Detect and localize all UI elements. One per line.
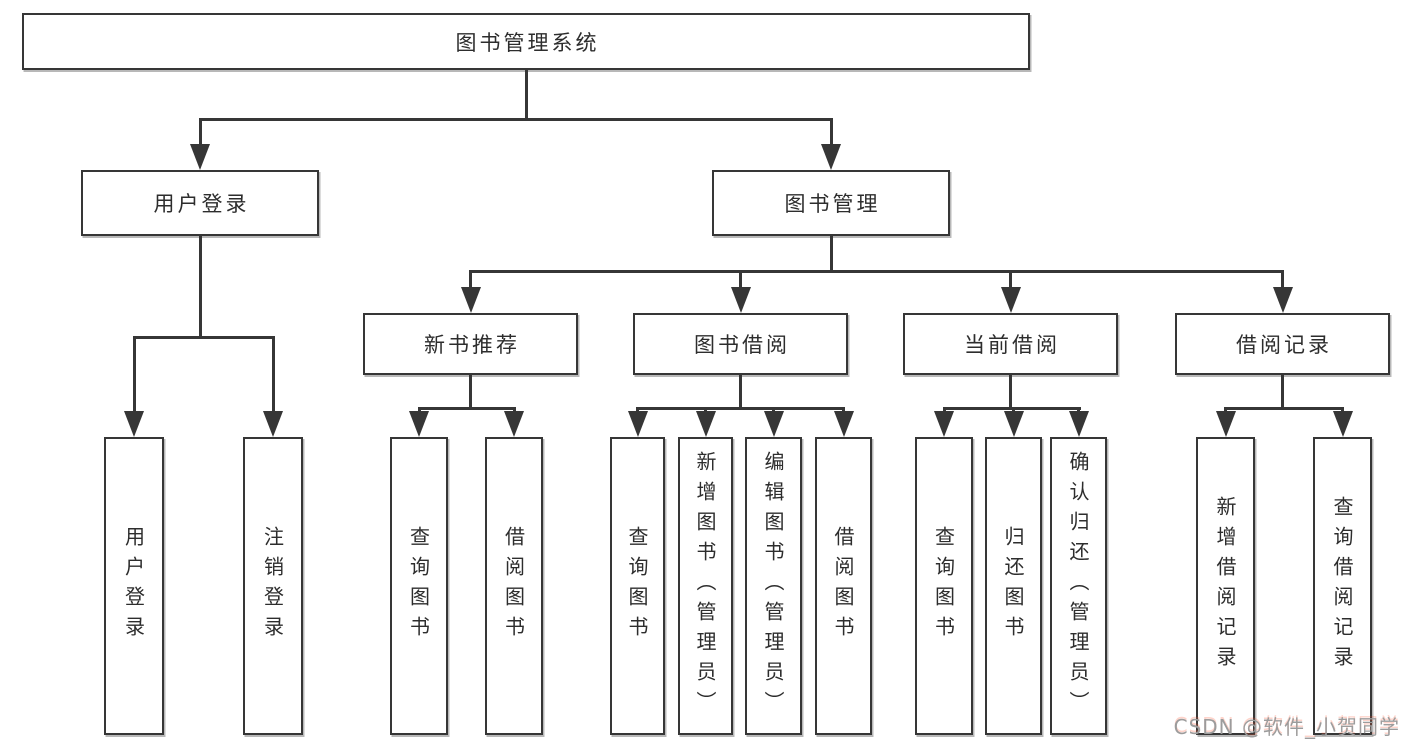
connector-arrow-current-borrow-line [1009,270,1012,303]
leaf-br-add-record: 新增借阅记录 [1196,437,1255,735]
arrowhead-user-login [190,144,210,170]
arrowhead-cb-confirm [1068,411,1089,437]
connector-arrow-user-login-line [198,118,202,160]
connector-arrow-book-borrow-line [739,270,742,303]
connector-new-book-rec-bar [417,407,516,410]
arrowhead-rec-borrow [504,411,524,437]
leaf-br-query-record: 查询借阅记录 [1313,437,1372,735]
arrowhead-rec-query [409,411,429,437]
arrowhead-borrow-record [1272,287,1293,313]
arrowhead-book-borrow [730,287,751,313]
leaf-user-login: 用户登录 [104,437,164,735]
connector-book-borrow-stub [739,375,742,407]
csdn-watermark: CSDN @软件_小贺同学 [1173,715,1400,739]
arrowhead-book-mgmt [821,144,841,170]
leaf-bb-borrow-books: 借阅图书 [815,437,872,735]
leaf-cb-confirm-return-admin: 确认归还（管理员） [1050,437,1107,735]
leaf-rec-query-books: 查询图书 [390,437,448,735]
arrowhead-new-book-rec [460,287,481,313]
node-user-login: 用户登录 [81,170,319,236]
arrowhead-bb-edit [763,411,784,437]
connector-arrow-leaf-logout-line [271,336,275,427]
node-book-borrowing: 图书借阅 [633,313,848,375]
connector-new-book-rec-stub [469,375,472,407]
connector-arrow-leaf-user-login-line [132,336,136,427]
leaf-cb-query-books: 查询图书 [915,437,973,735]
leaf-rec-borrow-books: 借阅图书 [485,437,543,735]
connector-level3-bar [469,270,1284,273]
connector-book-borrow-bar [636,407,845,410]
arrowhead-br-add [1215,411,1236,437]
arrowhead-leaf-user-login [124,411,144,437]
connector-arrow-book-mgmt-line [829,118,833,160]
leaf-bb-add-books-admin: 新增图书（管理员） [678,437,733,735]
connector-user-login-bar [132,336,275,339]
connector-current-borrow-bar [942,407,1081,410]
arrowhead-bb-borrow [833,411,854,437]
node-book-management: 图书管理 [712,170,950,236]
connector-current-borrow-stub [1009,375,1012,407]
node-current-borrowing: 当前借阅 [903,313,1118,375]
leaf-cb-return-books: 归还图书 [985,437,1042,735]
connector-level2-bar [198,118,833,121]
leaf-bb-edit-books-admin: 编辑图书（管理员） [745,437,802,735]
node-new-book-recommend: 新书推荐 [363,313,578,375]
connector-borrow-record-stub [1281,375,1284,407]
leaf-logout: 注销登录 [243,437,303,735]
arrowhead-bb-add [695,411,716,437]
arrowhead-bb-query [627,411,648,437]
arrowhead-leaf-logout [263,411,283,437]
connector-borrow-record-bar [1224,407,1344,410]
arrowhead-br-query [1332,411,1353,437]
node-library-management-system: 图书管理系统 [22,13,1030,70]
arrowhead-cb-return [1003,411,1024,437]
node-borrowing-records: 借阅记录 [1175,313,1390,375]
leaf-bb-query-books: 查询图书 [610,437,665,735]
connector-book-mgmt-stub [829,236,833,270]
connector-root-stub [524,70,528,118]
connector-arrow-borrow-record-line [1281,270,1284,303]
connector-arrow-new-book-rec-line [469,270,472,303]
connector-user-login-stub [198,236,202,336]
arrowhead-cb-query [934,411,954,437]
arrowhead-current-borrow [1000,287,1021,313]
